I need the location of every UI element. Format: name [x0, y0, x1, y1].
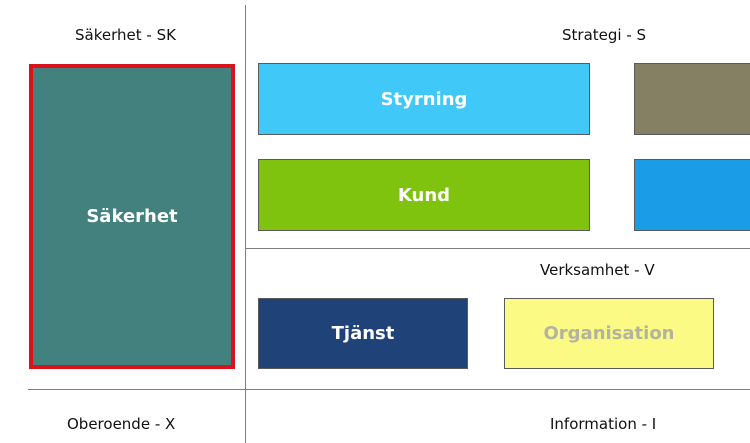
box-tjanst[interactable]: Tjänst	[258, 298, 468, 369]
box-kund-label: Kund	[397, 184, 451, 206]
box-unlabeled-olive[interactable]	[634, 63, 750, 135]
box-unlabeled-blue[interactable]	[634, 159, 750, 231]
box-organisation-label: Organisation	[543, 323, 675, 344]
box-sakerhet-label: Säkerhet	[86, 206, 178, 227]
box-styrning-label: Styrning	[380, 88, 468, 110]
section-label-verksamhet: Verksamhet - V	[540, 261, 655, 279]
box-sakerhet[interactable]: Säkerhet	[29, 64, 235, 369]
section-label-strategi: Strategi - S	[562, 26, 647, 44]
box-kund[interactable]: Kund	[258, 159, 590, 231]
box-styrning[interactable]: Styrning	[258, 63, 590, 135]
section-label-information: Information - I	[550, 415, 657, 433]
divider-strategi-verksamhet	[246, 248, 750, 249]
section-label-sakerhet: Säkerhet - SK	[75, 26, 176, 44]
section-label-oberoende: Oberoende - X	[67, 415, 176, 433]
box-tjanst-label: Tjänst	[331, 323, 395, 344]
vertical-divider	[245, 5, 246, 443]
divider-bottom	[28, 389, 750, 390]
box-organisation[interactable]: Organisation	[504, 298, 714, 369]
